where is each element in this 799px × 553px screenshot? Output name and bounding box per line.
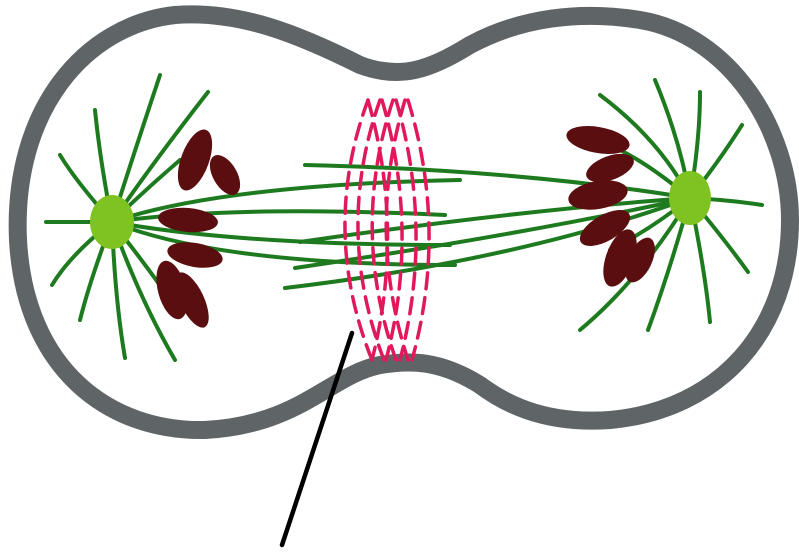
left-centrosome <box>90 195 134 249</box>
right-centrosome <box>669 171 711 225</box>
